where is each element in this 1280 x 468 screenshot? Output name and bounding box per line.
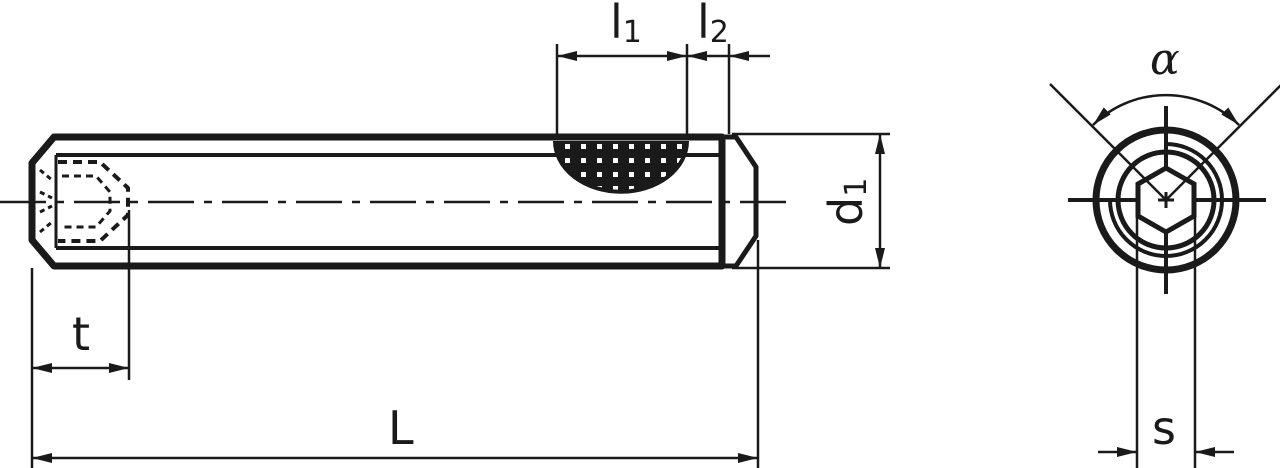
label-L: L [388,401,414,455]
label-l2: l2 [697,0,729,50]
dimension-t [30,210,131,468]
label-s: s [1152,401,1176,455]
label-l1: l1 [610,0,642,50]
end-view-outer-circle [1092,126,1240,274]
dimension-L [32,240,760,468]
dimension-l1-l2 [555,44,770,140]
dimension-s [1098,210,1234,468]
locking-patch [553,140,689,194]
label-t: t [72,307,90,361]
hex-socket-hidden-lines [58,160,130,243]
side-view [0,133,790,270]
dimension-alpha [1049,83,1280,201]
label-d1: d1 [819,178,874,226]
label-alpha: α [1150,34,1180,85]
end-view-thread-arc [1108,142,1224,258]
